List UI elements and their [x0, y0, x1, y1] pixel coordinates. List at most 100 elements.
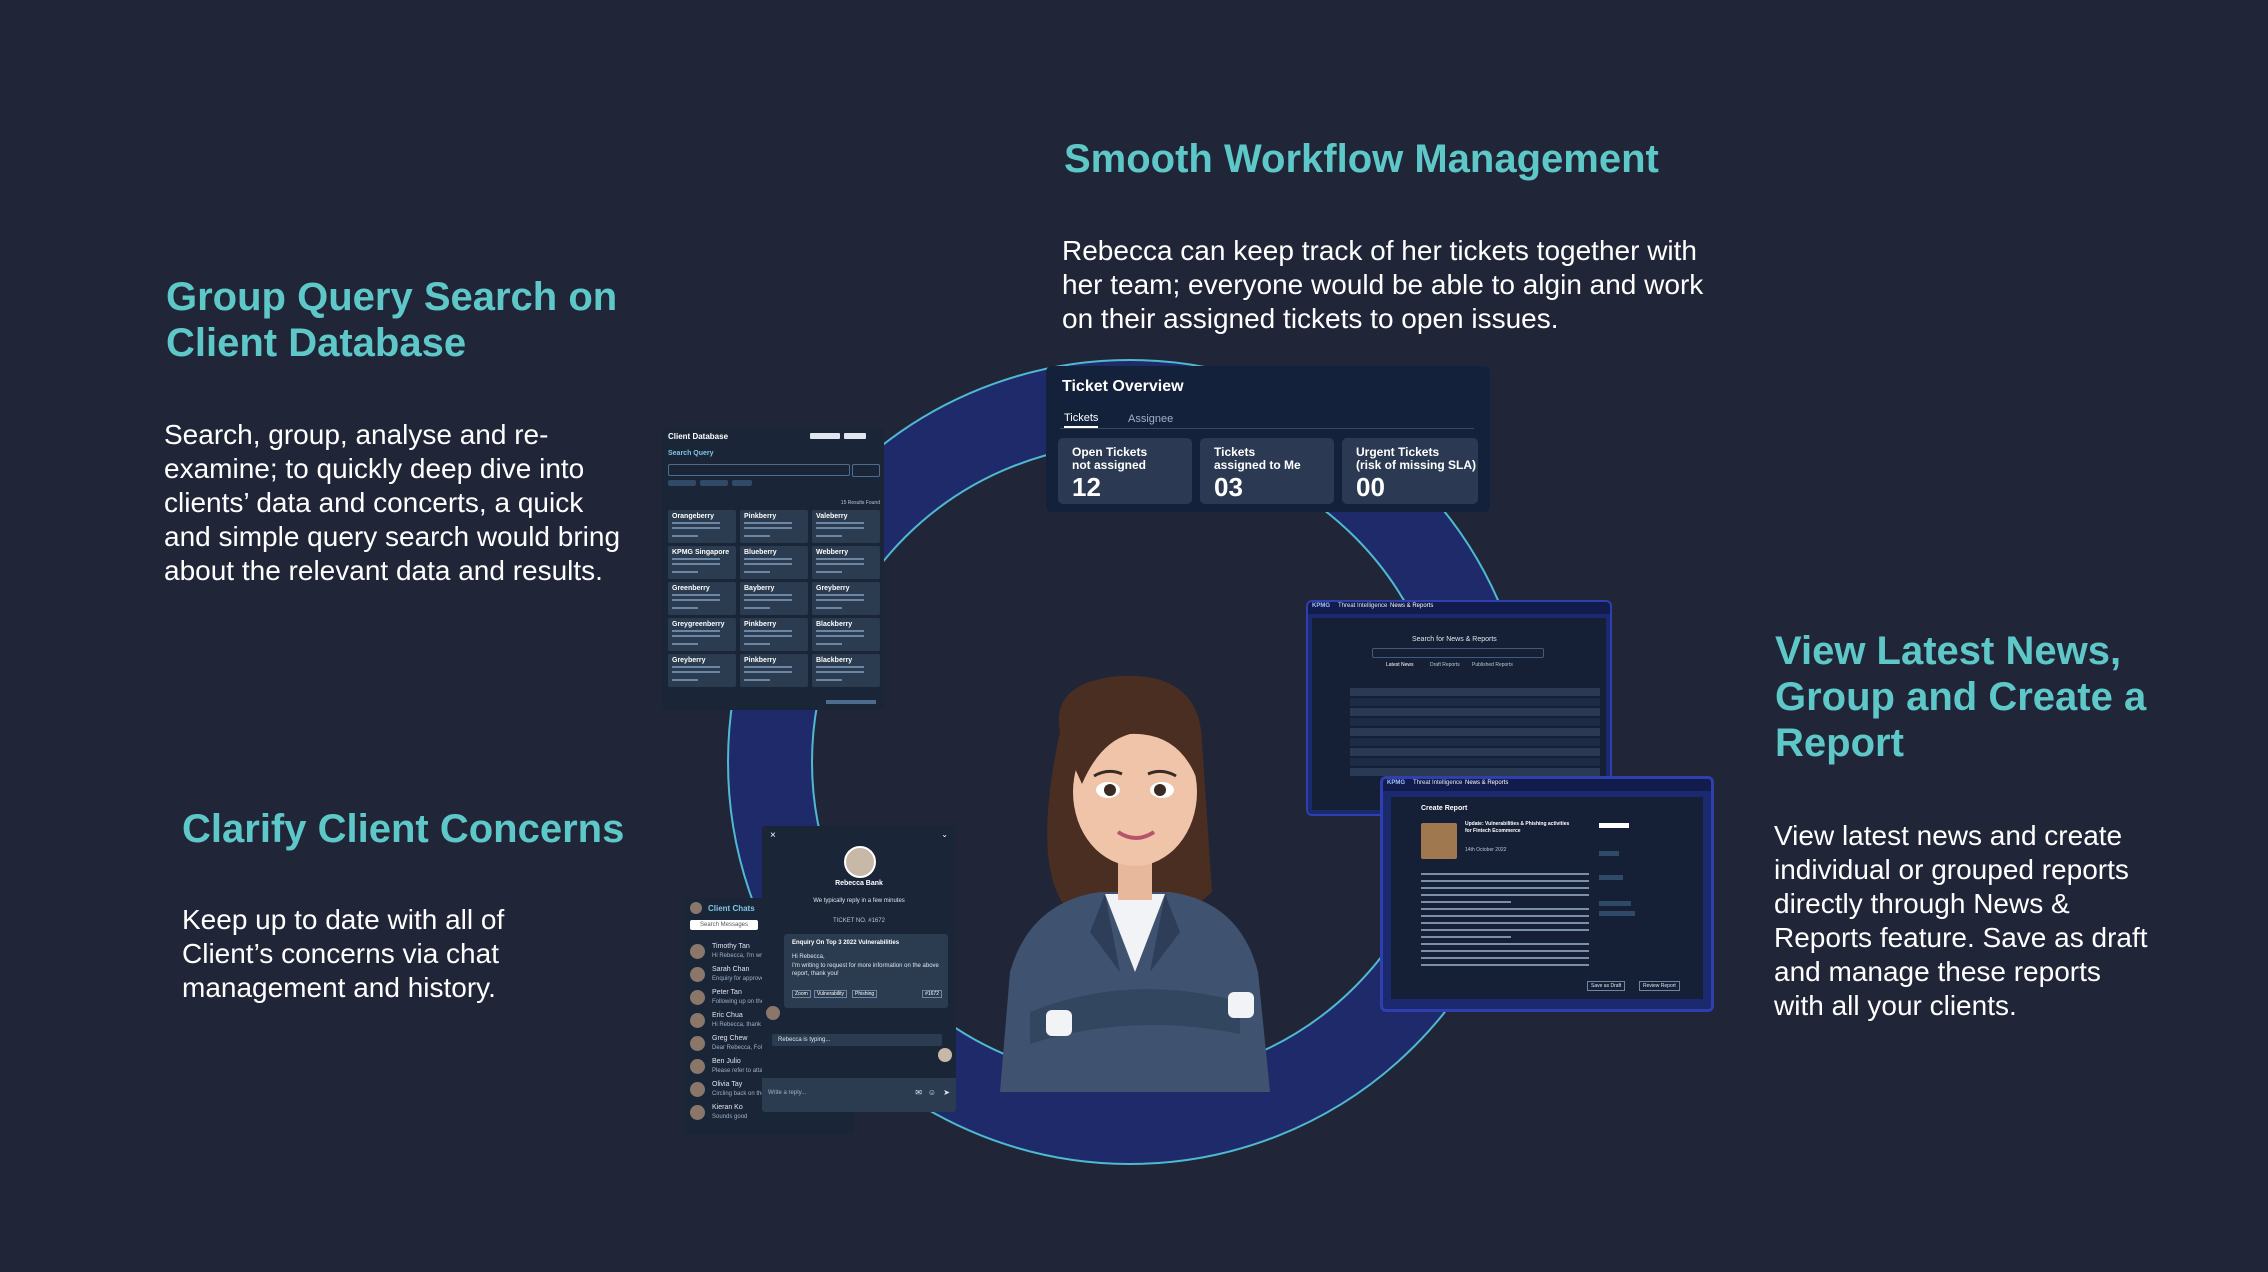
save-draft-button[interactable]: Save as Draft [1587, 981, 1626, 991]
client-card[interactable]: Bayberry [740, 582, 808, 615]
client-card[interactable]: Pinkberry [740, 654, 808, 687]
ticket-card-label: Open Tickets [1072, 445, 1148, 459]
tag-chip[interactable] [1599, 851, 1619, 856]
tab-published-reports[interactable]: Published Reports [1472, 662, 1513, 668]
news-table-row[interactable] [1350, 768, 1600, 776]
client-card[interactable]: Pinkberry [740, 618, 808, 651]
send-icon[interactable]: ➤ [943, 1088, 950, 1097]
news-table-row[interactable] [1350, 738, 1600, 746]
client-card-name: Greyberry [672, 657, 706, 664]
upload-file-button[interactable] [1599, 901, 1631, 906]
review-report-button[interactable]: Review Report [1639, 981, 1680, 991]
client-card[interactable]: Greyberry [812, 582, 880, 615]
nav-threat-intelligence[interactable]: Threat Intelligence [1338, 603, 1388, 609]
client-card[interactable]: Blackberry [812, 654, 880, 687]
client-card-detail [672, 635, 720, 637]
reply-note: We typically reply in a few minutes [813, 898, 905, 904]
news-table-row[interactable] [1350, 698, 1600, 706]
tab-tickets[interactable]: Tickets [1064, 412, 1099, 428]
status-field[interactable] [1599, 823, 1629, 828]
client-card-detail [744, 558, 792, 560]
kpmg-logo: KPMG [1312, 603, 1330, 609]
news-table-row[interactable] [1350, 728, 1600, 736]
chat-contact-item[interactable]: Kieran Ko Sounds good [690, 1103, 854, 1125]
client-card-detail [672, 643, 698, 645]
tab-draft-reports[interactable]: Draft Reports [1430, 662, 1460, 668]
client-card[interactable]: Greygreenberry [668, 618, 736, 651]
client-card[interactable]: Valeberry [812, 510, 880, 543]
close-icon[interactable]: × [770, 830, 776, 841]
client-card[interactable]: Pinkberry [740, 510, 808, 543]
nav-threat-intelligence[interactable]: Threat Intelligence [1413, 780, 1463, 786]
client-card-detail [744, 635, 792, 637]
news-table-row[interactable] [1350, 748, 1600, 756]
message-body: I'm writing to request for more informat… [792, 963, 939, 977]
group-query-description: Search, group, analyse and re-examine; t… [164, 419, 621, 586]
search-button[interactable] [852, 464, 880, 477]
chat-contact-name: Timothy Tan [712, 943, 750, 950]
tag-chip[interactable] [1599, 875, 1623, 880]
client-card-detail [816, 535, 842, 537]
chat-contact-name: Ben Julio [712, 1058, 741, 1065]
chip[interactable] [700, 480, 728, 486]
filter-button[interactable] [844, 433, 866, 439]
client-card-detail [744, 666, 792, 668]
news-table-row[interactable] [1350, 688, 1600, 696]
client-card[interactable]: Greyberry [668, 654, 736, 687]
upload-image-button[interactable] [1599, 911, 1635, 916]
ticket-card-label: not assigned [1072, 458, 1147, 472]
news-search-input[interactable] [1372, 648, 1544, 658]
avatar [690, 902, 702, 914]
report-text-line [1421, 915, 1589, 917]
client-chats-title: Client Chats [708, 904, 755, 913]
client-card[interactable]: Blueberry [740, 546, 808, 579]
client-card-detail [816, 563, 864, 565]
ticket-overview-panel: Ticket Overview Tickets Assignee Open Ti… [1046, 366, 1490, 512]
emoji-icon[interactable]: ☺ [927, 1088, 936, 1097]
pagination[interactable] [826, 700, 876, 704]
nav-news-reports[interactable]: News & Reports [1465, 780, 1509, 786]
chip[interactable] [668, 480, 696, 486]
client-card[interactable]: Greenberry [668, 582, 736, 615]
avatar [766, 1006, 780, 1020]
search-query-input[interactable] [668, 464, 850, 476]
typing-indicator: Rebecca is typing... [772, 1034, 942, 1046]
avatar [690, 990, 705, 1005]
chip[interactable] [732, 480, 752, 486]
nav-news-reports[interactable]: News & Reports [1390, 603, 1434, 609]
chat-contact-preview: Sounds good [712, 1114, 748, 1120]
ticket-card-urgent[interactable]: Urgent Tickets(risk of missing SLA) 00 [1342, 438, 1478, 504]
mail-icon[interactable]: ✉ [915, 1088, 922, 1097]
news-title: View Latest News, Group and Create a Rep… [1775, 628, 2146, 766]
search-messages-input[interactable]: Search Messages [690, 920, 758, 930]
chat-contact-name: Kieran Ko [712, 1104, 743, 1111]
client-card[interactable]: Orangeberry [668, 510, 736, 543]
avatar [690, 944, 705, 959]
chat-contact-preview: Dear Rebecca, Followi... [712, 1045, 778, 1051]
ticket-card-label: Urgent Tickets [1356, 445, 1440, 459]
tab-assignee[interactable]: Assignee [1128, 413, 1174, 425]
client-card-name: Blackberry [816, 657, 853, 664]
export-button[interactable] [810, 433, 840, 439]
news-title-line2: Group and Create a [1775, 675, 2147, 719]
client-card[interactable]: KPMG Singapore [668, 546, 736, 579]
news-table-row[interactable] [1350, 718, 1600, 726]
reply-input[interactable]: Write a reply... [768, 1090, 807, 1096]
tab-latest-news[interactable]: Latest News [1386, 662, 1414, 668]
chevron-down-icon[interactable]: ⌄ [941, 830, 948, 839]
client-card[interactable]: Webberry [812, 546, 880, 579]
client-card-detail [816, 527, 864, 529]
news-table-row[interactable] [1350, 758, 1600, 766]
news-table-row[interactable] [1350, 708, 1600, 716]
client-card[interactable]: Blackberry [812, 618, 880, 651]
report-nav-bar: KPMG Threat Intelligence News & Reports [1383, 779, 1711, 791]
